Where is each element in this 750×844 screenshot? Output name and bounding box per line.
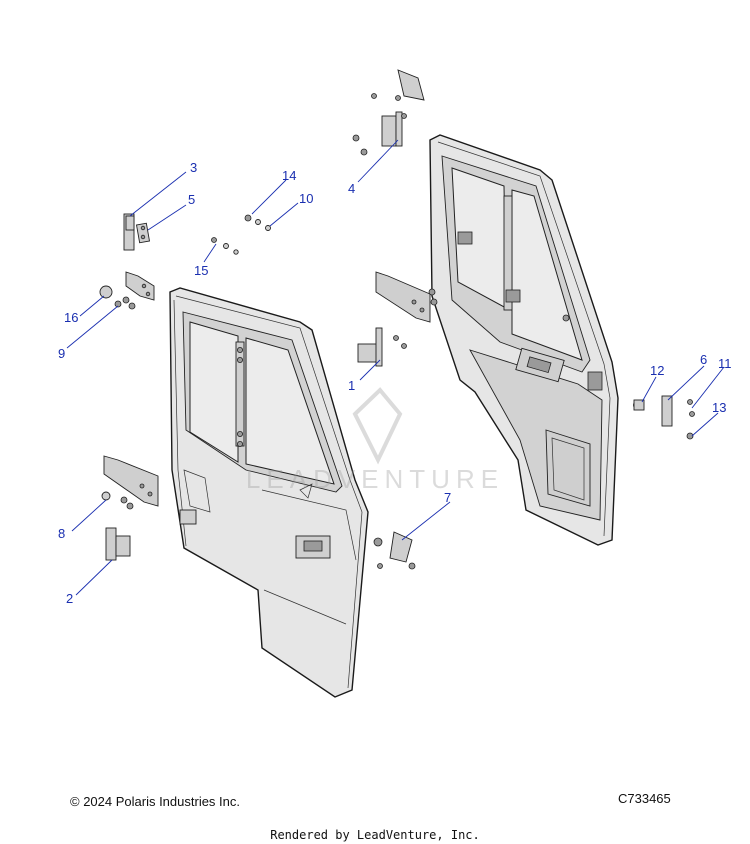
latch-right	[633, 395, 695, 440]
upper-bracket-left	[125, 271, 155, 301]
right-door	[429, 134, 619, 546]
diagram-code: C733465	[618, 791, 671, 806]
callout-15: 15	[194, 263, 208, 278]
callout-11: 11	[718, 356, 732, 371]
callout-14: 14	[282, 168, 296, 183]
watermark-text: LEADVENTURE	[246, 464, 504, 494]
callout-9: 9	[58, 346, 65, 361]
callout-16: 16	[64, 310, 78, 325]
callout-8: 8	[58, 526, 65, 541]
hinge-upper-right	[352, 69, 425, 156]
hinge-mid	[357, 327, 407, 367]
callout-12: 12	[650, 363, 664, 378]
hinge-upper-left	[123, 213, 135, 251]
callout-4: 4	[348, 181, 355, 196]
rendered-by-credit: Rendered by LeadVenture, Inc.	[270, 828, 480, 842]
callout-1: 1	[348, 378, 355, 393]
callout-6: 6	[700, 352, 707, 367]
hinge-lower-left	[105, 527, 131, 561]
callout-5: 5	[188, 192, 195, 207]
cap-16	[99, 285, 113, 299]
copyright-notice: © 2024 Polaris Industries Inc.	[70, 794, 240, 809]
hinge-plate-left	[135, 222, 151, 244]
callout-13: 13	[712, 400, 726, 415]
left-door	[169, 287, 369, 698]
striker-7	[373, 531, 416, 570]
lower-bracket-left	[103, 455, 159, 510]
callout-2: 2	[66, 591, 73, 606]
bolts-9	[114, 296, 136, 310]
callout-10: 10	[299, 191, 313, 206]
mid-bracket-right	[375, 271, 438, 323]
watermark: LEADVENTURE	[246, 387, 504, 494]
callout-3: 3	[190, 160, 197, 175]
washer-8	[101, 491, 111, 501]
fasteners-14-10-15	[211, 214, 271, 255]
callout-7: 7	[444, 490, 451, 505]
